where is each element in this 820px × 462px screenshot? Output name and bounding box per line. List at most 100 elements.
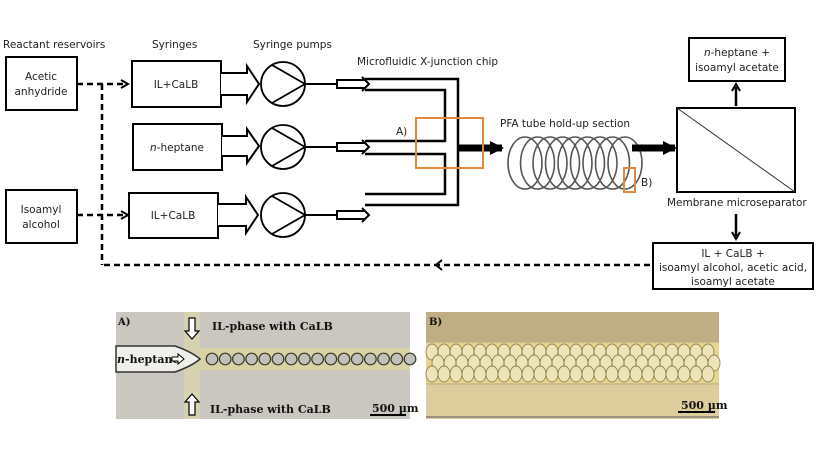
droplet [218,352,232,366]
chip-channels [365,77,460,207]
droplets-a [205,352,417,366]
micrograph-a-panel-label: A) [117,317,131,328]
micrograph-b: B) 500 µm [425,312,728,419]
droplet [545,365,559,383]
syringe-1: IL+CaLB [131,60,222,108]
droplet [377,352,391,366]
down-flow-arrow-icon [183,317,201,340]
heading-reactant-reservoirs: Reactant reservoirs [3,39,105,51]
heading-membrane: Membrane microseparator [667,197,807,209]
hollow-arrow-icon [218,193,260,237]
droplet [521,365,535,383]
syringe-3-label: IL+CaLB [151,210,196,222]
scale-bar-b-label: 500 µm [681,399,728,412]
pump-1 [260,61,307,107]
reservoir-label-3: Isoamyl [21,204,62,216]
reservoir-label-4: alcohol [22,219,60,231]
hollow-arrows [218,62,261,237]
heading-chip: Microfluidic X-junction chip [357,56,498,68]
heptane-label: n-heptane [117,353,179,366]
droplet [509,365,523,383]
up-flow-arrow-icon [183,393,201,416]
hollow-arrow-icon [221,62,261,106]
membrane-microseparator [676,107,796,193]
droplet [350,352,364,366]
coil-loop [569,136,606,190]
droplet [390,352,404,366]
droplets-b [425,343,721,383]
output-top-box: n-heptane + isoamyl acetate [688,37,786,82]
vertical-inlet-channel [184,312,200,419]
droplet [337,352,351,366]
coil-loop [544,136,581,190]
pump-outlets [305,76,371,223]
droplet [425,365,439,383]
coil-loop [519,136,556,190]
droplet [364,352,377,366]
droplet [677,365,691,383]
droplet [593,365,607,383]
reservoir-isoamyl-alcohol: Isoamyl alcohol [5,189,78,244]
output-top-line1: n-heptane + [704,47,770,59]
droplet [449,365,463,383]
heading-syringes: Syringes [152,39,197,51]
droplet [701,365,715,383]
callout-a: A) [396,126,407,138]
syringe-1-label: IL+CaLB [154,79,199,91]
output-bottom-box: IL + CaLB + isoamyl alcohol, acetic acid… [652,242,814,290]
droplet [617,365,631,383]
heptane-inlet-channel [115,345,202,373]
right-flow-arrow-icon [171,352,185,366]
recycle-arrow-icon [434,259,443,271]
output-top-line2: isoamyl acetate [695,62,779,74]
droplet [271,352,285,366]
pfa-tube-coil [507,136,643,190]
callout-b: B) [641,177,652,189]
coil-loop [594,136,631,190]
droplet [245,352,259,366]
pump-3 [260,192,307,238]
droplet [473,365,487,383]
coil-loop [557,136,593,190]
syringe-3: IL+CaLB [128,192,219,239]
coil-loop [532,136,568,190]
pumps [260,61,307,238]
droplet [437,365,451,383]
droplet [461,365,475,383]
syringe-2-label: n-heptane [150,142,204,154]
droplet [557,365,571,383]
droplet [403,352,417,366]
droplet [653,365,667,383]
droplet [258,352,272,366]
droplet [533,365,547,383]
output-bottom-line3: isoamyl acetate [691,276,775,288]
droplet [665,365,679,383]
droplet [231,352,245,366]
il-phase-bottom-label: IL-phase with CaLB [210,403,331,416]
droplet [605,365,619,383]
droplet [629,365,643,383]
highlight-box-b [623,167,636,193]
reservoir-acetic-anhydride: Acetic anhydride [5,56,78,111]
droplet [205,352,219,366]
tube-lower-wall [426,385,719,419]
droplet [298,352,311,366]
output-bottom-line1: IL + CaLB + [701,248,764,260]
dashed-feed-lines [77,84,650,267]
droplet [324,352,338,366]
droplet [485,365,499,383]
reservoir-label-1: Acetic [25,71,57,83]
coil-loop [582,136,618,190]
droplet [569,365,583,383]
micrograph-b-panel-label: B) [429,317,442,328]
reservoir-label-2: anhydride [15,86,68,98]
syringe-2: n-heptane [132,123,223,171]
highlight-box-a [415,117,484,169]
droplet [689,365,703,383]
il-phase-top-label: IL-phase with CaLB [212,320,333,333]
output-bottom-line2: isoamyl alcohol, acetic acid, [659,262,807,274]
pump-2 [260,124,307,170]
heading-syringe-pumps: Syringe pumps [253,39,332,51]
scale-bar-a-label: 500 µm [372,402,419,415]
